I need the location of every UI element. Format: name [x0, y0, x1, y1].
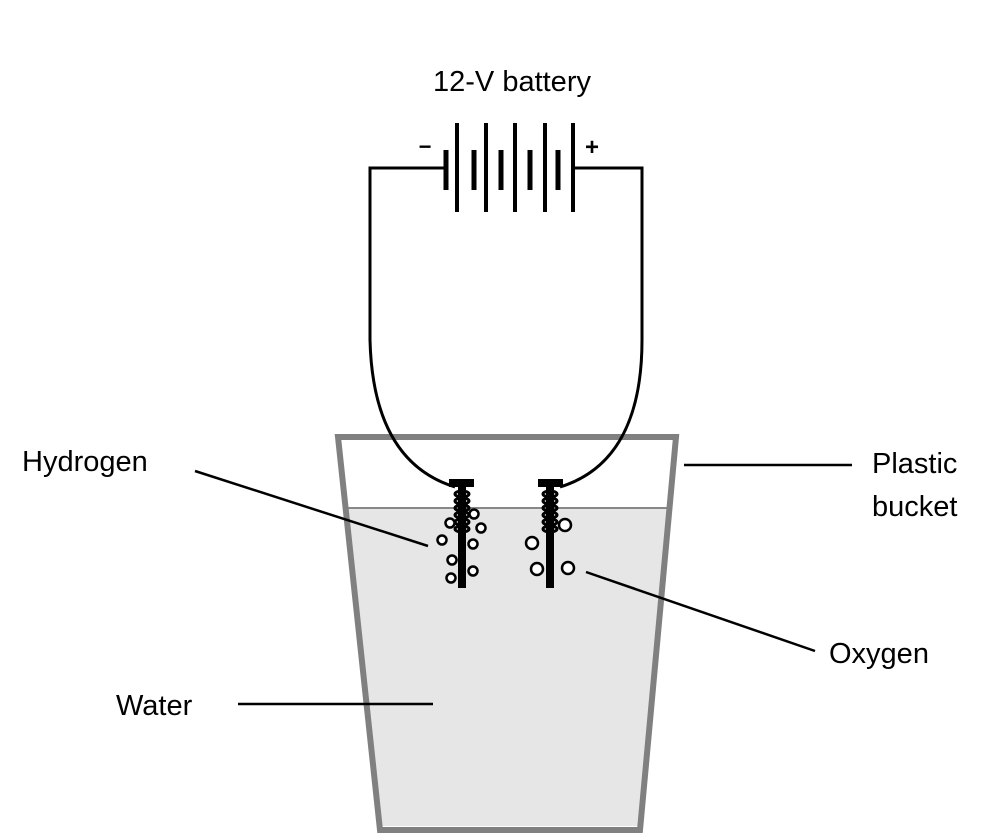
anode-electrode — [538, 479, 563, 588]
water-body — [347, 508, 667, 826]
bucket-wall — [334, 434, 680, 833]
hydrogen-bubbles — [436, 508, 487, 584]
battery-symbol — [443, 123, 575, 212]
negative-terminal-sign: − — [419, 134, 432, 159]
positive-terminal-sign: + — [585, 134, 599, 161]
negative-wire — [368, 166, 456, 489]
leader-lines — [194, 463, 852, 706]
wires — [368, 166, 644, 489]
bucket-label-line2: bucket — [872, 491, 957, 523]
positive-wire — [559, 166, 644, 489]
hydrogen-leader-line — [194, 469, 429, 548]
oxygen-bubbles — [524, 517, 576, 577]
plastic-bucket — [334, 434, 680, 833]
battery-label: 12-V battery — [433, 66, 591, 98]
water-label: Water — [116, 690, 193, 722]
bucket-label-line1: Plastic — [872, 448, 957, 480]
oxygen-label: Oxygen — [829, 638, 929, 670]
hydrogen-label: Hydrogen — [22, 446, 148, 478]
oxygen-leader-line — [585, 570, 816, 653]
